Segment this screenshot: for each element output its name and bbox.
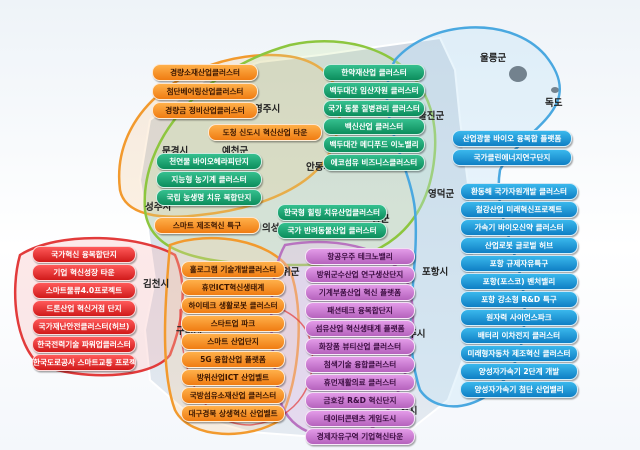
- cluster-pill: 천연물 바이오헤라피단지: [156, 153, 262, 170]
- cluster-pill: 국립 농생명 치유 복합단지: [156, 189, 262, 206]
- cluster-pill: 백두대간 메디푸드 이노밸리: [323, 136, 425, 153]
- cluster-pill: 백두대간 임산자원 클러스터: [323, 82, 425, 99]
- cluster-pill: 한국전력기술 파워업클러스터: [32, 336, 136, 353]
- cluster-pill: 철강산업 미래혁신프로젝트: [460, 201, 578, 218]
- cluster-pill: 한국도로공사 스마트교통 프로젝트: [32, 354, 136, 371]
- cluster-pill: 미래형자동차 제조혁신 클러스터: [460, 345, 578, 362]
- cluster-pill: 국방섬유소재산업 클러스터: [181, 387, 285, 404]
- cluster-pill: 경제자유구역 기업혁신타운: [305, 428, 415, 445]
- place-yeongju: 영주시: [254, 104, 281, 115]
- place-gyeongju: 주시: [408, 329, 426, 340]
- cluster-pill: 포항 규제자유특구: [460, 255, 578, 272]
- place-seongju: 성주시: [145, 202, 172, 213]
- cluster-pill: 첨단베어링산업클러스터: [152, 83, 258, 100]
- cluster-pill: 휴먼재활의료 클러스터: [305, 374, 415, 391]
- cluster-pill: 첨색기술 융합클러스터: [305, 356, 415, 373]
- cluster-pill: 홀로그램 기술개발클러스터: [181, 261, 285, 278]
- cluster-pill: 포항 강소형 R&D 특구: [460, 291, 578, 308]
- place-dokdo: 독도: [545, 98, 563, 109]
- place-gunwi: 위군: [282, 267, 300, 278]
- cluster-pill: 스마트 제조혁신 특구: [154, 217, 260, 234]
- cluster-pill: 대구경북 상생혁신 산업벨트: [181, 405, 285, 422]
- dokdo-island: [551, 87, 559, 93]
- cluster-pill: 데이터콘텐츠 게임도시: [305, 410, 415, 427]
- cluster-pill: 기업 혁신성장 타운: [32, 264, 136, 281]
- cluster-pill: 항공우주 테크노밸리: [305, 248, 415, 265]
- place-yeongdeok: 영덕군: [428, 189, 455, 200]
- cluster-pill: 금호강 R&D 혁신단지: [305, 392, 415, 409]
- cluster-pill: 섬유산업 혁신생태계 플랫폼: [305, 320, 415, 337]
- cluster-pill: 경량소재산업클러스터: [152, 64, 258, 81]
- cluster-pill: 방위군수산업 연구생산단지: [305, 266, 415, 283]
- cluster-pill: 원자력 사이언스파크: [460, 309, 578, 326]
- ulleung-island: [509, 66, 527, 82]
- cluster-pill: 국가재난안전클러스터(허브): [32, 318, 136, 335]
- cluster-pill: 경량금 정비산업클러스터: [152, 102, 258, 119]
- cluster-pill: 양성자가속기 첨단 산업밸리: [460, 381, 578, 398]
- cluster-pill: 스마트 산업단지: [181, 333, 285, 350]
- cluster-pill: 한약재산업 클러스터: [323, 64, 425, 81]
- cluster-pill: 백신산업 클러스터: [323, 118, 425, 135]
- cluster-pill: 산업광물 바이오 융복합 플랫폼: [452, 130, 572, 147]
- cluster-pill: 스마트물류4.0프로젝트: [32, 282, 136, 299]
- place-ulleung: 울릉군: [480, 53, 507, 64]
- cluster-pill: 지능형 농기계 클러스터: [156, 171, 262, 188]
- cluster-pill: 패션테크 융복합단지: [305, 302, 415, 319]
- cluster-pill: 국가 반려동물산업 클러스터: [277, 222, 387, 239]
- place-pohang: 포항시: [422, 267, 449, 278]
- place-uljin: 울진군: [418, 111, 445, 122]
- cluster-pill: 국가클린에너지연구단지: [452, 149, 572, 166]
- place-uiseong: 의성: [262, 223, 280, 234]
- cluster-pill: 하이테크 생활로봇 클러스터: [181, 297, 285, 314]
- cluster-pill: 국가혁신 융복합단지: [32, 246, 136, 263]
- cluster-pill: 양성자가속기 2단계 개발: [460, 363, 578, 380]
- cluster-pill: 포항(포스코) 벤처밸리: [460, 273, 578, 290]
- place-yecheon: 예천군: [222, 146, 249, 157]
- cluster-pill: 배터리 이차전지 클러스터: [460, 327, 578, 344]
- cluster-pill: 스타트업 파크: [181, 315, 285, 332]
- cluster-pill: 국가 동물 질병관리 클러스터: [323, 100, 425, 117]
- cluster-pill: 한국형 힐링 치유산업클러스터: [277, 204, 387, 221]
- place-andong: 안동시: [306, 162, 333, 173]
- cluster-pill: 휴먼ICT혁신생태계: [181, 279, 285, 296]
- place-mungyeong: 문경시: [162, 146, 189, 157]
- cluster-pill: 에코섬유 비즈니스클러스터: [323, 154, 425, 171]
- cluster-pill: 화장품 뷰티산업 클러스터: [305, 338, 415, 355]
- cluster-pill: 방위산업ICT 산업벨트: [181, 369, 285, 386]
- cluster-pill: 5G 융합산업 플랫폼: [181, 351, 285, 368]
- cluster-pill: 가속기 바이오신약 클러스터: [460, 219, 578, 236]
- cluster-pill: 환동해 국가자원개발 클러스터: [460, 183, 578, 200]
- cluster-pill: 드론산업 혁신거점 단지: [32, 300, 136, 317]
- place-gimcheon: 김천시: [143, 279, 170, 290]
- cluster-pill: 기계부품산업 혁신 플랫폼: [305, 284, 415, 301]
- cluster-pill: 도청 신도시 혁신산업 타운: [208, 124, 322, 141]
- cluster-pill: 산업로봇 글로벌 허브: [460, 237, 578, 254]
